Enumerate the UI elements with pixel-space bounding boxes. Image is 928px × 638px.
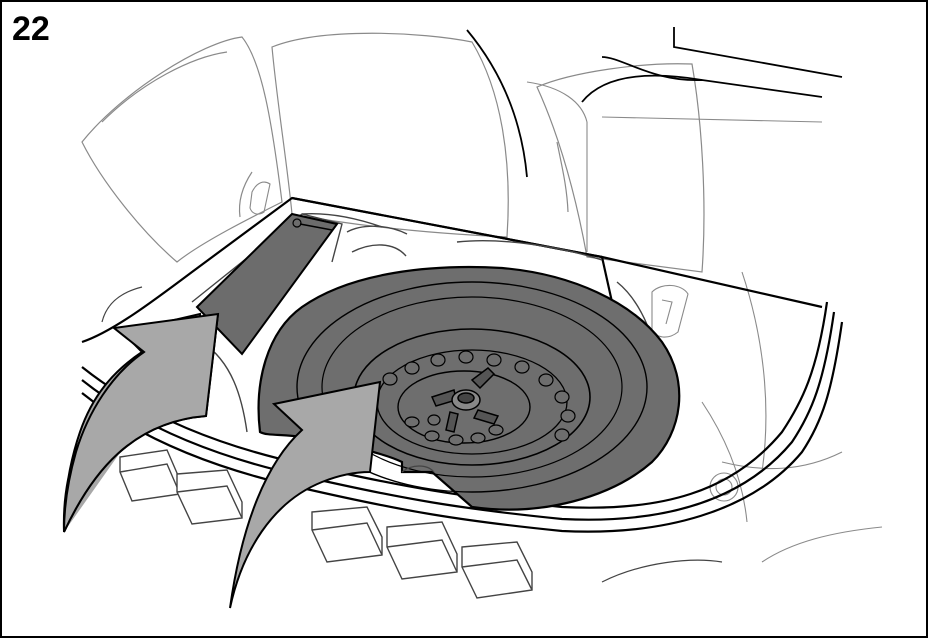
step-number: 22: [12, 12, 50, 46]
arrow-right: [230, 382, 380, 608]
right-side-panel: [467, 27, 842, 177]
rear-seats: [82, 33, 704, 272]
